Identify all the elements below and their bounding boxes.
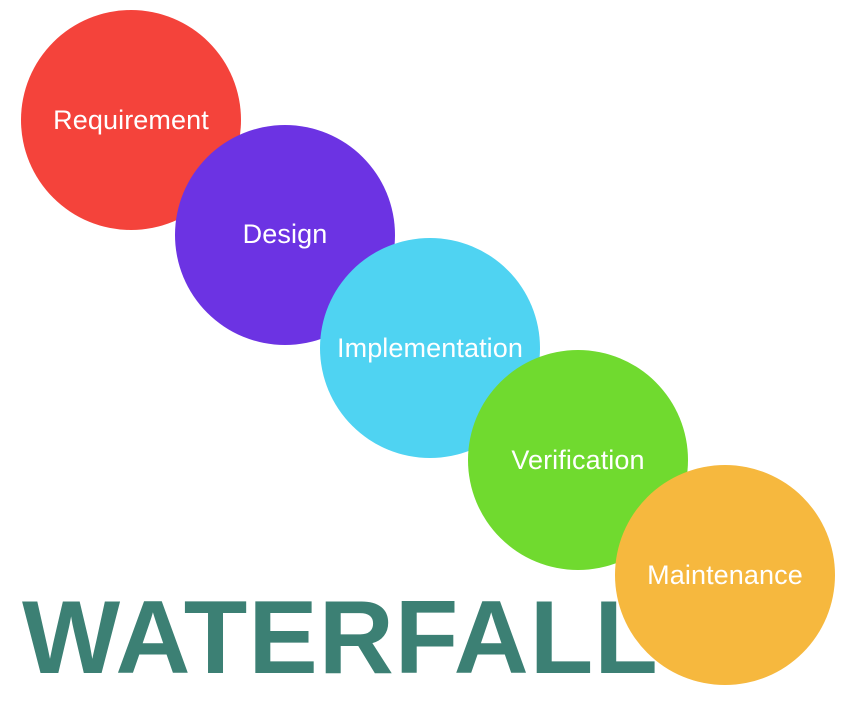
phase-label-design: Design bbox=[242, 218, 328, 249]
phase-label-implementation: Implementation bbox=[337, 332, 523, 363]
phase-circle-requirement[interactable]: Requirement bbox=[21, 10, 241, 230]
phase-label-verification: Verification bbox=[511, 444, 645, 475]
phase-circle-maintenance[interactable]: Maintenance bbox=[615, 465, 835, 685]
phase-label-maintenance: Maintenance bbox=[647, 559, 803, 590]
diagram-title-waterfall: WATERFALL bbox=[22, 580, 659, 696]
phase-label-requirement: Requirement bbox=[53, 104, 209, 135]
